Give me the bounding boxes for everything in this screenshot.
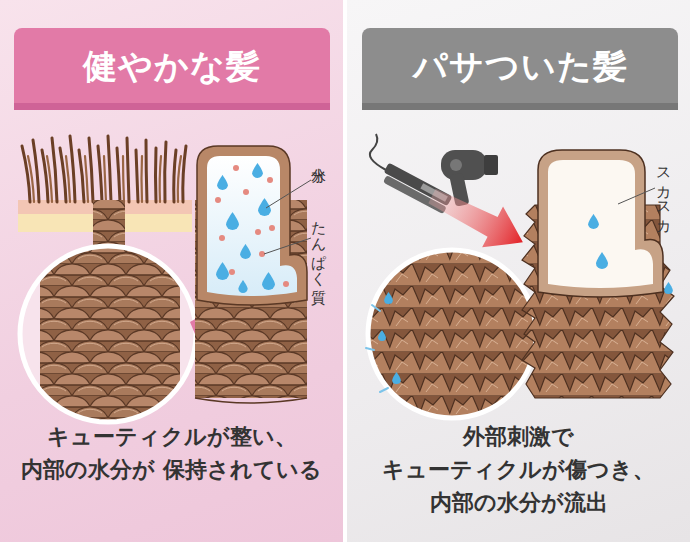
damaged-hair-cross-section — [522, 150, 674, 398]
panel-caption: 外部刺激で キューティクルが傷つき、 内部の水分が流出 — [367, 420, 670, 519]
heat-arrow-part — [422, 176, 534, 263]
damaged-hair-cross-section-part — [596, 252, 608, 269]
scalp-illustration-part — [18, 214, 192, 232]
magnifier-circle-part — [190, 308, 214, 346]
header-title: パサついた髪 — [413, 44, 628, 94]
scalp-illustration-part — [28, 156, 181, 202]
magnifier-circle-part — [392, 372, 401, 384]
healthy-hair-cross-section-part — [238, 280, 247, 293]
flat-iron-icon — [370, 134, 453, 214]
healthy-hair-cross-section-part — [240, 244, 251, 259]
healthy-hair-cross-section-part — [269, 225, 275, 231]
magnifier-circle-part — [366, 246, 538, 422]
hair-dryer-icon-part — [449, 173, 469, 207]
healthy-hair-cross-section-part — [255, 229, 261, 235]
hair-dryer-icon — [441, 150, 498, 207]
flat-iron-icon-part-part — [384, 163, 453, 207]
scalp-illustration-part — [18, 200, 192, 214]
header-band: パサついた髪 — [362, 28, 678, 110]
damaged-hair-cross-section-part — [664, 282, 673, 294]
magnifier-circle-part — [366, 305, 388, 392]
magnifier-circle-part — [368, 250, 536, 418]
healthy-hair-cross-section-part — [243, 189, 249, 195]
damaged-hair-cross-section-part — [588, 214, 599, 229]
panel-caption: キューティクルが整い、 内部の水分が 保持されている — [20, 420, 323, 486]
hair-dryer-icon-part — [441, 150, 487, 180]
healthy-hair-cross-section-part — [195, 398, 307, 403]
damaged-hair-cross-section-part — [618, 188, 655, 204]
healthy-hair-cross-section-part — [259, 251, 265, 257]
magnifier-circle — [366, 246, 538, 422]
part-label: スカスカ — [656, 158, 672, 226]
healthy-hair-cross-section-part — [197, 146, 307, 305]
healthy-hair-cross-section-part — [252, 163, 263, 178]
healthy-hair-cross-section-part — [233, 165, 239, 171]
scalp-illustration-part — [93, 200, 125, 260]
healthy-hair-cross-section-part — [267, 177, 273, 183]
healthy-hair-cross-section-part — [195, 200, 307, 398]
healthy-hair-cross-section-part — [264, 238, 311, 254]
healthy-hair-cross-section — [195, 146, 311, 403]
header-title: 健やかな髪 — [83, 44, 261, 94]
comparison-panel: キューティクルが整い、 内部の水分が 保持されている 健やかな髪 — [0, 0, 343, 542]
magnifier-circle-part — [368, 250, 536, 418]
damaged-hair-cross-section-part — [538, 150, 663, 297]
magnifier-circle-part-part — [40, 240, 180, 430]
healthy-hair-cross-section-part — [258, 198, 271, 216]
healthy-hair-cross-section-part — [262, 272, 275, 290]
healthy-hair-cross-section-part — [215, 197, 221, 203]
damaged-hair-cross-section-part — [522, 205, 674, 398]
healthy-hair-cross-section-part — [217, 175, 228, 190]
flat-iron-icon-part — [379, 163, 452, 214]
healthy-hair-cross-section-part — [229, 269, 235, 275]
magnifier-circle-part — [384, 292, 393, 304]
healthy-hair-cross-section-part — [226, 212, 239, 230]
scalp-illustration-part — [22, 136, 186, 202]
magnifier-circle-part — [20, 246, 196, 422]
part-label: たんぱく質 — [311, 210, 327, 278]
magnifier-circle-part-part — [366, 246, 538, 422]
magnifier-circle-part — [20, 246, 196, 422]
healthy-hair-cross-section-part — [283, 281, 289, 287]
hair-dryer-icon-part — [484, 155, 498, 175]
hair-dryer-icon-part — [450, 159, 462, 171]
scalp-illustration — [18, 136, 192, 260]
header-band: 健やかな髪 — [14, 28, 330, 110]
magnifier-circle-part — [40, 240, 180, 430]
healthy-hair-cross-section-part — [266, 180, 311, 208]
heat-arrow — [422, 176, 534, 263]
flat-iron-icon-part — [370, 134, 386, 170]
healthy-hair-cross-section-part — [207, 156, 297, 296]
healthy-hair-cross-section-part — [219, 235, 225, 241]
healthy-hair-cross-section-part — [216, 262, 229, 280]
flat-iron-icon-part-part — [383, 175, 447, 214]
magnifier-circle-part — [378, 330, 386, 341]
comparison-panel: 外部刺激で キューティクルが傷つき、 内部の水分が流出 パサついた髪 — [347, 0, 690, 542]
damaged-hair-cross-section-part — [548, 160, 653, 288]
magnifier-circle — [20, 240, 214, 430]
flat-iron-icon-part-part — [420, 183, 448, 201]
